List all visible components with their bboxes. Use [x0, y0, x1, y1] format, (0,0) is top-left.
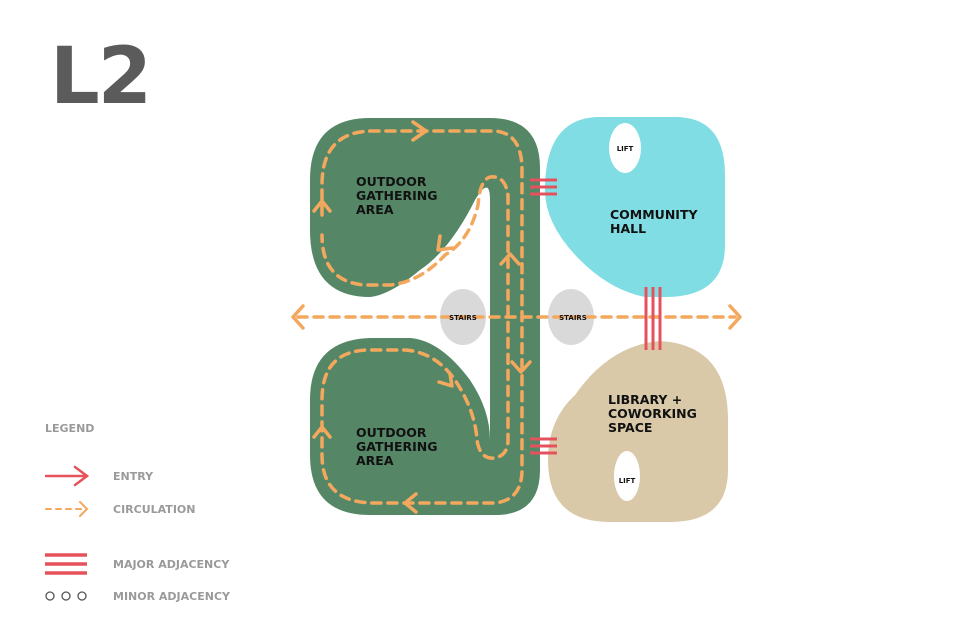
arrow-head-up-left-top	[312, 199, 332, 213]
major-adjacency-vertical	[644, 287, 662, 350]
arrow-head-right-axis	[728, 304, 742, 330]
arrow-head-down-stem	[510, 360, 532, 374]
stairs-right-label: STAIRS	[559, 314, 587, 322]
legend-major-adjacency: MAJOR ADJACENCY	[45, 552, 229, 576]
major-adjacency-marks	[530, 178, 662, 455]
solid-arrow-icon	[44, 464, 107, 488]
outdoor-top-label: OUTDOOR GATHERING AREA	[356, 174, 442, 217]
arrow-head-up-stem	[499, 252, 521, 266]
dashed-arrow-icon	[45, 497, 107, 521]
legend-circulation-label: CIRCULATION	[113, 502, 196, 516]
lift-library	[614, 451, 640, 501]
circulation-arrowheads	[291, 120, 742, 514]
legend-minor-adjacency: MINOR ADJACENCY	[45, 584, 230, 608]
major-adjacency-bottom	[530, 437, 557, 455]
legend-entry-label: ENTRY	[113, 469, 154, 483]
outdoor-gathering-area-top[interactable]	[310, 118, 540, 515]
legend-major-adjacency-label: MAJOR ADJACENCY	[113, 557, 230, 571]
outdoor-bottom-label: OUTDOOR GATHERING AREA	[356, 425, 442, 468]
legend-minor-adjacency-label: MINOR ADJACENCY	[113, 589, 230, 603]
stairs-left-label: STAIRS	[449, 314, 477, 322]
arrow-head-down-left-top	[436, 234, 454, 252]
level-title: L2	[50, 32, 152, 122]
triple-bar-icon	[45, 552, 107, 576]
arrow-head-right-top	[411, 120, 428, 142]
arrow-head-left-bottom	[403, 492, 418, 514]
legend-circulation: CIRCULATION	[45, 497, 195, 521]
lift-community	[609, 123, 641, 173]
lift-library-label: LIFT	[619, 477, 636, 485]
arrow-head-left-axis	[291, 304, 305, 330]
lift-community-label: LIFT	[617, 145, 634, 153]
community-hall[interactable]	[545, 117, 725, 297]
arrow-head-up-left-bottom	[312, 425, 332, 439]
library-label: LIBRARY + COWORKING SPACE	[608, 392, 701, 435]
library-coworking-space[interactable]	[548, 341, 728, 522]
three-circles-icon	[45, 584, 107, 608]
legend-title: LEGEND	[45, 422, 95, 435]
legend-entry: ENTRY	[44, 464, 154, 488]
arrow-head-down-right-bottom	[437, 372, 454, 388]
major-adjacency-top	[530, 178, 557, 196]
community-hall-label: COMMUNITY HALL	[610, 207, 702, 236]
